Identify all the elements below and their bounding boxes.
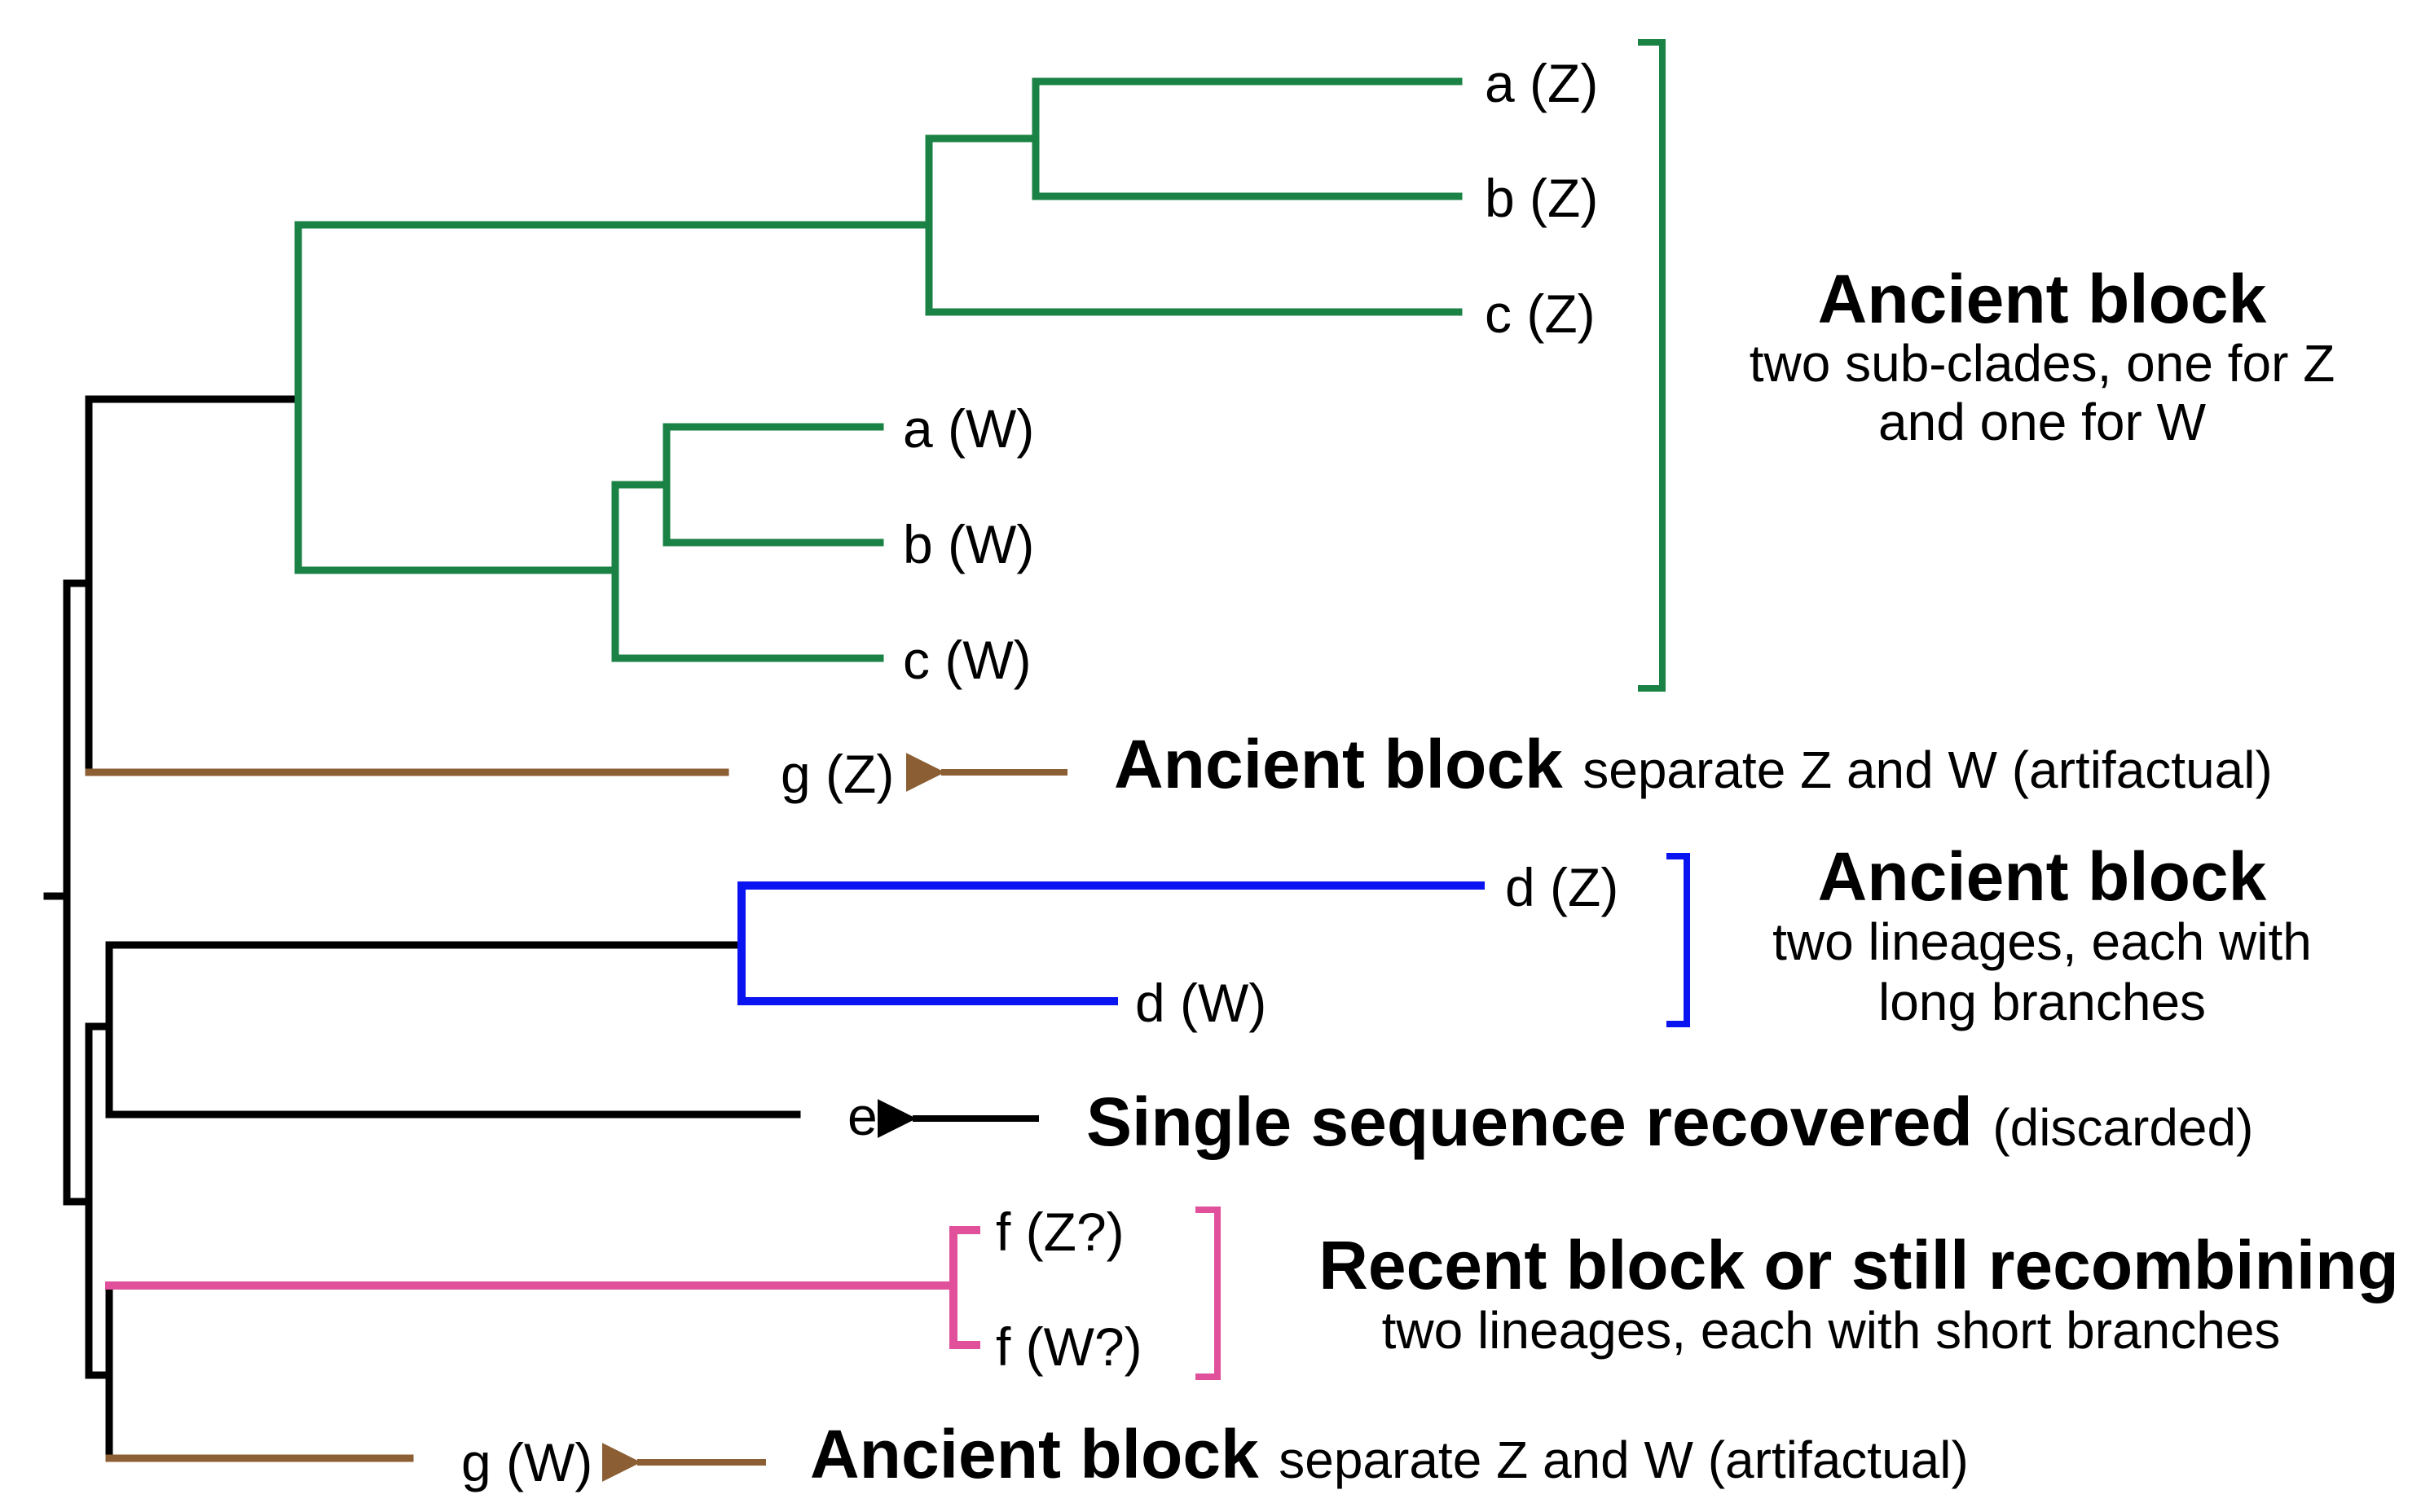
leaf-label-c-w: c (W) bbox=[903, 630, 1032, 690]
annotation-line: two lineages, each with short branches bbox=[1382, 1301, 2281, 1360]
ancient-d-bracket bbox=[1666, 853, 1690, 1027]
annotation-title: Ancient block bbox=[1818, 838, 2267, 915]
annotation-title: Ancient block bbox=[1114, 726, 1563, 802]
annotation-line: long branches bbox=[1878, 973, 2206, 1031]
leaf-label-a-z: a (Z) bbox=[1485, 53, 1598, 113]
brown-branches bbox=[85, 768, 729, 1462]
annotation-ancient-g-z: Ancient block separate Z and W (artifact… bbox=[1114, 726, 2273, 802]
blue-clade-branches bbox=[737, 881, 1485, 1005]
svg-text:Ancient block separate Z: Ancient block separate Z and W (artifact… bbox=[1114, 726, 2273, 802]
annotation-ancient-d: Ancient block two lineages, each with lo… bbox=[1772, 838, 2312, 1031]
annotation-detail: separate Z and W (artifactual) bbox=[1582, 741, 2273, 799]
annotation-title: Ancient block bbox=[1818, 261, 2267, 337]
annotation-line: two lineages, each with bbox=[1772, 912, 2312, 971]
leaf-label-e: e bbox=[847, 1086, 878, 1146]
svg-text:Ancient block separate Z: Ancient block separate Z and W (artifact… bbox=[810, 1416, 1969, 1492]
annotation-title: Single sequence recovered bbox=[1086, 1083, 1973, 1160]
annotation-single-sequence: Single sequence recovered (discarded) bbox=[1086, 1083, 2253, 1160]
svg-text:Single sequence recovered: Single sequence recovered (discarded) bbox=[1086, 1083, 2253, 1160]
backbone-branches bbox=[43, 395, 801, 1462]
leaf-label-f-w: f (W?) bbox=[996, 1316, 1142, 1377]
annotation-recent: Recent block or still recombining two li… bbox=[1318, 1227, 2399, 1360]
annotation-ancient-g-w: Ancient block separate Z and W (artifact… bbox=[810, 1416, 1969, 1492]
leaf-label-b-z: b (Z) bbox=[1485, 168, 1598, 228]
leaf-label-g-w: g (W) bbox=[461, 1432, 592, 1492]
annotation-title: Ancient block bbox=[810, 1416, 1259, 1492]
recent-bracket bbox=[1195, 1207, 1221, 1380]
annotation-detail: (discarded) bbox=[1992, 1098, 2253, 1157]
annotation-ancient-top: Ancient block two sub-clades, one for Z … bbox=[1750, 261, 2335, 451]
leaf-labels: a (Z) b (Z) c (Z) a (W) b (W) c (W) g (Z… bbox=[461, 53, 1618, 1492]
annotation-line: and one for W bbox=[1878, 393, 2207, 451]
leaf-label-b-w: b (W) bbox=[903, 514, 1034, 574]
leaf-label-g-z: g (Z) bbox=[781, 744, 894, 804]
f-bracket bbox=[949, 1226, 980, 1349]
ancient-top-bracket bbox=[1638, 39, 1666, 692]
annotation-title: Recent block or still recombining bbox=[1318, 1227, 2399, 1303]
green-clade-branches bbox=[294, 77, 1463, 662]
leaf-label-d-z: d (Z) bbox=[1505, 857, 1618, 917]
leaf-label-f-z: f (Z?) bbox=[996, 1202, 1125, 1262]
leaf-label-c-z: c (Z) bbox=[1485, 284, 1596, 344]
annotation-line: two sub-clades, one for Z bbox=[1750, 334, 2335, 393]
leaf-label-d-w: d (W) bbox=[1135, 973, 1266, 1033]
pink-branches bbox=[105, 1226, 980, 1349]
annotation-detail: separate Z and W (artifactual) bbox=[1279, 1431, 1969, 1489]
leaf-label-a-w: a (W) bbox=[903, 398, 1034, 459]
